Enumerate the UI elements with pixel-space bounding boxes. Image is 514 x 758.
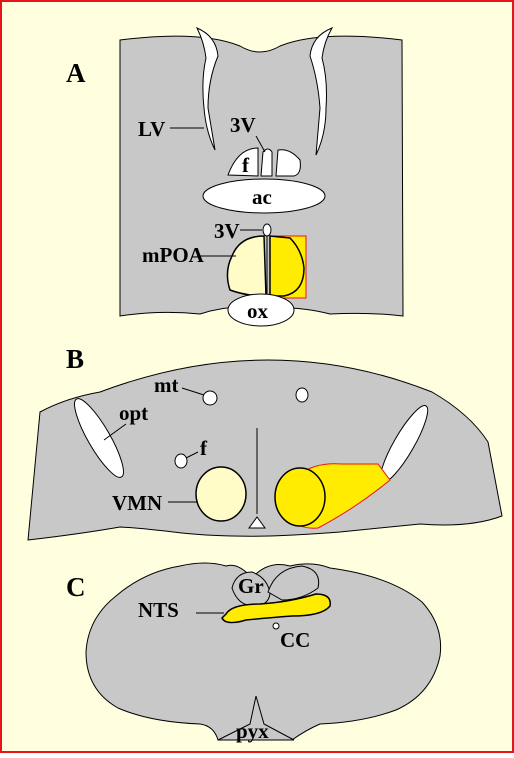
panel-b-vmn-left — [196, 467, 246, 521]
panel-b-label-opt: opt — [119, 401, 148, 425]
panel-a-label-3v-bottom: 3V — [214, 219, 240, 243]
panel-c-central-canal — [273, 623, 279, 629]
panel-c-letter: C — [66, 572, 86, 602]
panel-a-label-ac: ac — [252, 185, 272, 209]
panel-b-fornix-dot — [175, 454, 187, 468]
panel-a-letter: A — [66, 58, 86, 88]
panel-b-vmn-right — [275, 468, 325, 526]
panel-b-mammillothalamic-tract-left — [203, 391, 217, 405]
panel-a-label-mpoa: mPOA — [142, 243, 205, 267]
panel-c-label-nts: NTS — [138, 598, 179, 622]
panel-b-label-mt: mt — [154, 373, 179, 397]
panel-c-label-cc: CC — [280, 628, 310, 652]
panel-b-letter: B — [66, 344, 84, 374]
panel-a-third-ventricle-bottom — [263, 224, 271, 236]
panel-a-fornix-center — [261, 149, 272, 176]
panel-c-label-gr: Gr — [238, 574, 264, 598]
panel-a-label-lv: LV — [138, 117, 165, 141]
panel-b-mammillothalamic-tract-right — [296, 388, 308, 402]
panel-a-label-fornix: f — [242, 153, 250, 177]
panel-a-label-3v-top: 3V — [230, 113, 256, 137]
panel-c-label-pyx: pyx — [236, 719, 269, 743]
panel-b-label-fornix: f — [200, 436, 208, 460]
panel-a-label-ox: ox — [247, 299, 269, 323]
panel-b-label-vmn: VMN — [112, 491, 162, 515]
